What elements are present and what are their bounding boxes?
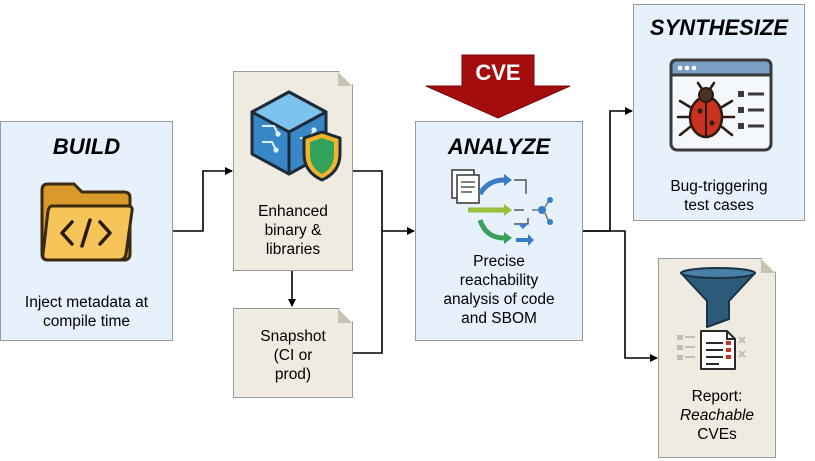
binary-description: Enhanced binary & libraries	[234, 202, 352, 259]
arrow-analyze-to-synthesize	[583, 107, 633, 232]
analyze-line-3: analysis of code	[443, 291, 555, 308]
synthesize-description: Bug-triggering test cases	[634, 177, 804, 215]
analyze-title: ANALYZE	[447, 134, 551, 159]
code-flow-analysis-icon	[451, 169, 553, 246]
build-line-2: compile time	[43, 313, 130, 330]
analyze-description: Precise reachability analysis of code an…	[416, 252, 582, 328]
synthesize-title: SYNTHESIZE	[649, 15, 789, 40]
funnel-report-icon	[673, 265, 763, 371]
snapshot-line-1: Snapshot	[260, 328, 326, 345]
report-line-1: Report:	[691, 388, 743, 405]
analyze-box: ANALYZE Precise reachability analysis of…	[415, 121, 583, 341]
binary-line-1: Enhanced	[258, 203, 328, 220]
analyze-line-1: Precise	[473, 253, 525, 270]
analyze-line-4: and SBOM	[461, 310, 537, 327]
binary-line-3: libraries	[265, 241, 321, 258]
snapshot-line-2: (CI or	[273, 347, 313, 364]
build-description: Inject metadata at compile time	[1, 293, 172, 331]
build-box: BUILD Inject metadata at compile time	[0, 121, 173, 341]
build-line-1: Inject metadata at	[24, 294, 149, 311]
build-title: BUILD	[52, 134, 121, 159]
line-snapshot-to-analyze	[352, 231, 383, 354]
snapshot-description: Snapshot (CI or prod)	[234, 327, 352, 384]
arrow-binary-to-analyze	[352, 170, 415, 235]
cve-label: CVE	[475, 60, 521, 85]
synthesize-line-2: test cases	[684, 197, 754, 214]
snapshot-line-3: prod)	[274, 366, 312, 383]
report-description: Report: Reachable CVEs	[659, 387, 775, 444]
analyze-line-2: reachability	[459, 272, 539, 289]
binary-box: Enhanced binary & libraries	[233, 71, 353, 271]
binary-line-2: binary &	[264, 222, 322, 239]
synthesize-line-1: Bug-triggering	[670, 178, 768, 195]
arrow-analyze-to-report	[583, 230, 658, 362]
code-folder-icon	[40, 182, 134, 262]
report-line-2: Reachable	[679, 407, 755, 424]
cve-arrow	[425, 54, 571, 119]
arrow-build-to-binary	[172, 167, 233, 232]
synthesize-box: SYNTHESIZE Bug-triggering test cases	[633, 4, 805, 221]
bug-window-icon	[669, 58, 773, 152]
report-box: Report: Reachable CVEs	[658, 258, 776, 458]
shielded-cube-icon	[244, 86, 344, 186]
report-line-3: CVEs	[697, 426, 737, 443]
snapshot-box: Snapshot (CI or prod)	[233, 308, 353, 398]
